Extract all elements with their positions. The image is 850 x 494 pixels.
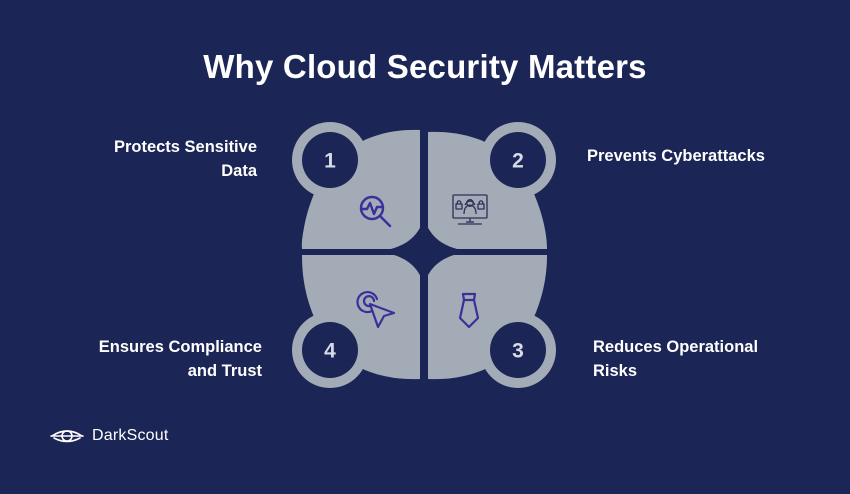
darkscout-eye-logo-icon [50,430,84,443]
quadrant-4-shape: 4 [292,255,420,388]
badge-4 [302,322,358,378]
analytics-magnifier-icon [359,195,392,228]
item-3-label-line2: Risks [593,362,638,380]
item-4-label: Ensures Compliance and Trust [60,335,262,383]
badge-1-number: 1 [324,150,336,173]
item-1-label-line2: Data [221,162,257,180]
quadrant-3-shape: 3 [428,255,556,388]
item-4-label-line2: and Trust [187,362,262,380]
badge-4-number: 4 [324,340,336,363]
cursor-click-icon [356,290,396,329]
badge-3-number: 3 [512,340,524,363]
quadrant-1-shape: 1 [292,122,420,249]
necktie-icon [458,292,480,329]
badge-1 [302,132,358,188]
quadrant-2-shape: 2 [428,122,556,249]
item-2-label-line1: Prevents Cyberattacks [587,147,765,165]
item-1-label-line1: Protects Sensitive [113,138,257,156]
brand-name: DarkScout [92,427,169,444]
item-4-label-line1: Ensures Compliance [98,338,262,356]
badge-2 [490,132,546,188]
page-title: Why Cloud Security Matters [203,48,647,85]
hacker-monitor-locks-icon [452,194,488,225]
badge-2-number: 2 [512,150,524,173]
item-3-label: Reduces Operational Risks [593,335,813,383]
center-gap [378,218,470,285]
item-1-label: Protects Sensitive Data [60,135,257,183]
badge-3 [490,322,546,378]
item-2-label: Prevents Cyberattacks [587,144,807,168]
brand-logo: DarkScout [50,426,169,446]
item-3-label-line1: Reduces Operational [593,338,759,356]
